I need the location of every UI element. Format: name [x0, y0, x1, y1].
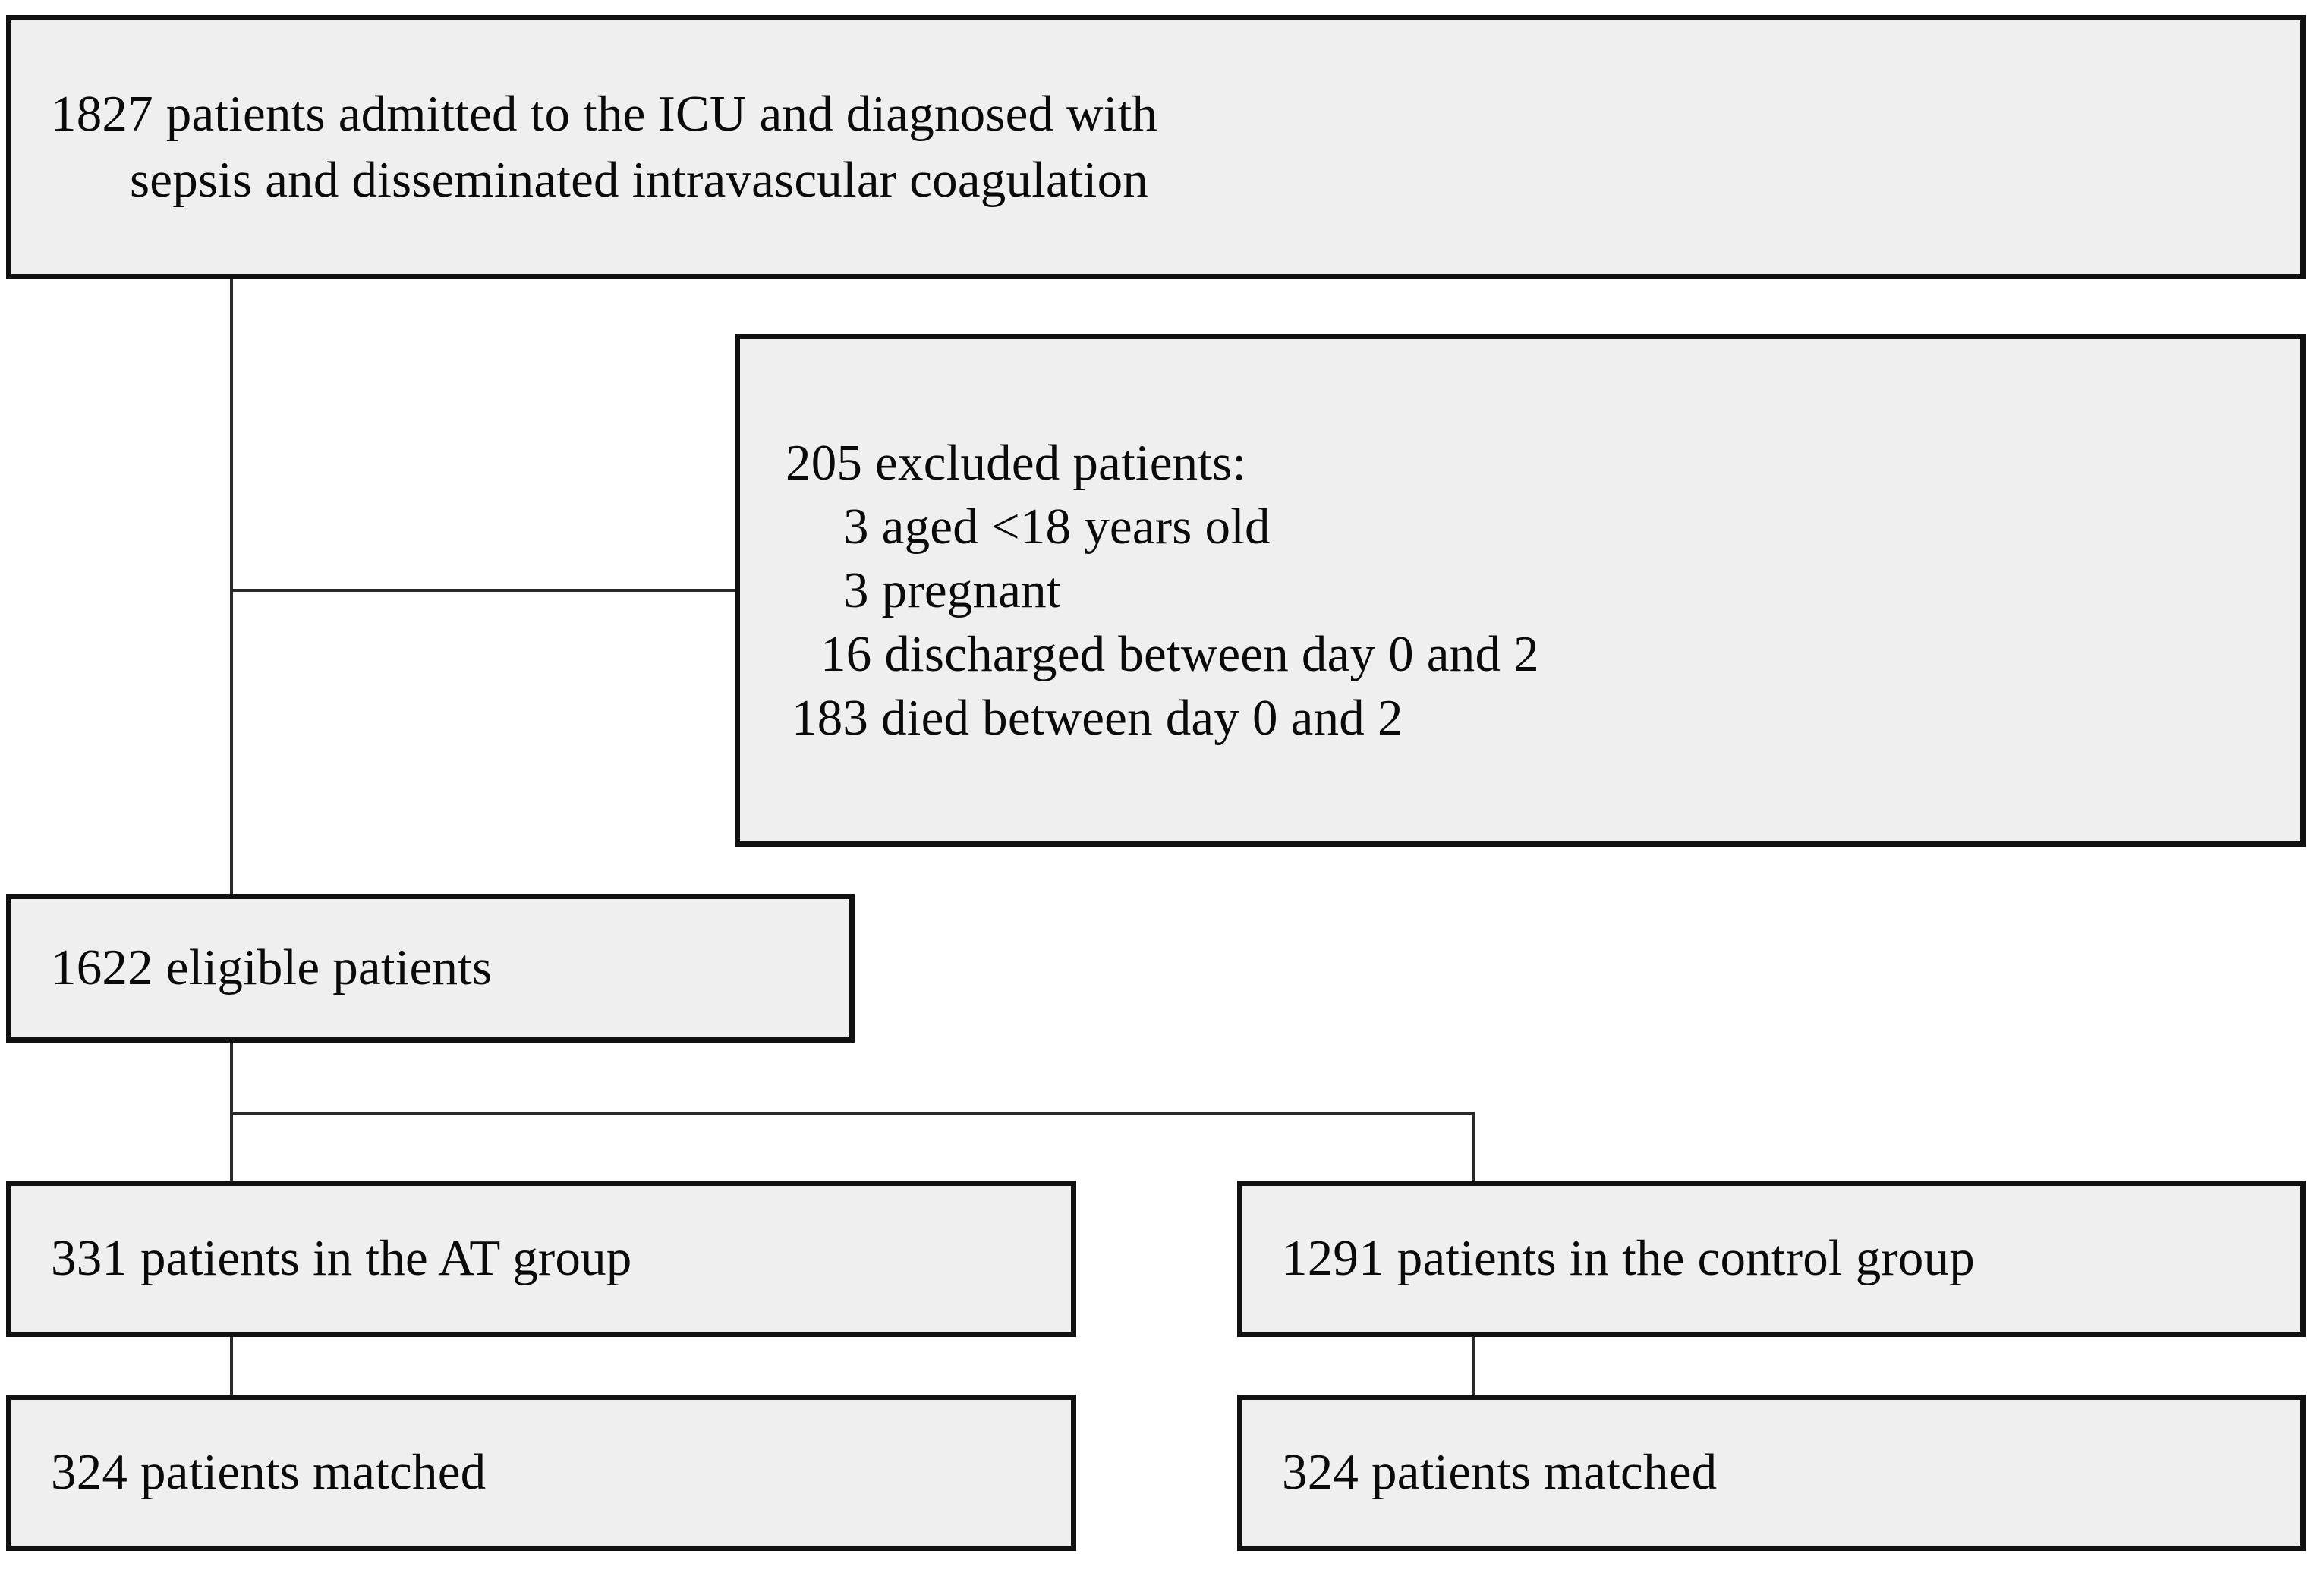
node-control-matched: 324 patients matched	[1237, 1395, 2306, 1551]
at-matched-label: 324 patients matched	[51, 1444, 487, 1501]
enrolled-line-2: sepsis and disseminated intravascular co…	[130, 152, 1148, 208]
connector-split-bar	[230, 1112, 1475, 1115]
connector-split-to-at-group	[230, 1112, 233, 1182]
connector-trunk-to-excluded	[230, 589, 738, 592]
control-matched-label: 324 patients matched	[1282, 1444, 1718, 1501]
node-enrolled: 1827 patients admitted to the ICU and di…	[6, 15, 2306, 279]
enrolled-line-1: 1827 patients admitted to the ICU and di…	[51, 85, 1158, 142]
excluded-reason-died: 183 died between day 0 and 2	[792, 690, 1403, 747]
node-at-group: 331 patients in the AT group	[6, 1181, 1076, 1337]
at-group-label: 331 patients in the AT group	[51, 1230, 632, 1287]
excluded-reason-discharged: 16 discharged between day 0 and 2	[820, 626, 1539, 683]
excluded-reason-pregnant: 3 pregnant	[843, 562, 1061, 618]
excluded-heading: 205 excluded patients:	[786, 434, 1247, 491]
eligible-label: 1622 eligible patients	[51, 939, 493, 996]
node-eligible: 1622 eligible patients	[6, 894, 855, 1043]
node-at-matched: 324 patients matched	[6, 1395, 1076, 1551]
excluded-reason-age: 3 aged <18 years old	[843, 498, 1271, 555]
connector-eligible-to-split	[230, 1043, 233, 1115]
connector-at-group-to-at-matched	[230, 1337, 233, 1396]
control-group-label: 1291 patients in the control group	[1282, 1230, 1976, 1287]
connector-control-group-to-control-matched	[1472, 1337, 1475, 1396]
node-excluded: 205 excluded patients: 3 aged <18 years …	[735, 334, 2306, 847]
node-control-group: 1291 patients in the control group	[1237, 1181, 2306, 1337]
connector-split-to-control-group	[1472, 1112, 1475, 1182]
connector-enrolled-to-eligible	[230, 279, 233, 895]
